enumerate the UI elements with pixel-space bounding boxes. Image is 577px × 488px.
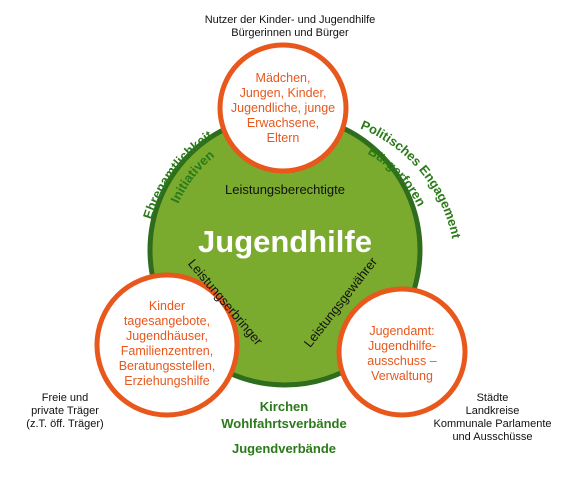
center-title: Jugendhilfe	[198, 224, 372, 259]
outer-label-left-line3: (z.T. öff. Träger)	[26, 418, 104, 430]
outer-label-left: Freie und private Träger (z.T. öff. Träg…	[10, 392, 120, 431]
node-right-line: Jugendhilfe-	[368, 339, 436, 353]
bottom-label-kirchen: Kirchen	[260, 399, 308, 414]
outer-label-right-line2: Landkreise	[465, 405, 520, 417]
node-circle-top	[217, 42, 349, 174]
node-top-line: Jungen, Kinder,	[240, 86, 327, 100]
outer-label-right-line1: Städte	[476, 392, 509, 404]
node-text-top: Mädchen,Jungen, Kinder,Jugendliche, jung…	[231, 71, 335, 145]
node-left-line: Jugendhäuser,	[126, 329, 208, 343]
node-text-right: Jugendamt:Jugendhilfe-ausschuss –Verwalt…	[367, 324, 437, 383]
bottom-label-wohlfahrtsverbaende: Wohlfahrtsverbände	[221, 416, 346, 431]
node-left-line: tagesangebote,	[124, 314, 210, 328]
center-label-top: Leistungsberechtigte	[225, 182, 345, 197]
node-top-line: Mädchen,	[256, 71, 311, 85]
node-circle-left	[94, 272, 240, 418]
outer-label-left-line1: Freie und	[41, 392, 89, 404]
bottom-label-jugendverbaende: Jugendverbände	[232, 441, 336, 456]
node-top-line: Eltern	[267, 131, 300, 145]
outer-label-top-line2: Bürgerinnen und Bürger	[231, 27, 349, 39]
outer-label-top: Nutzer der Kinder- und Jugendhilfe Bürge…	[170, 14, 410, 40]
node-left-line: Kinder	[149, 299, 185, 313]
outer-label-right: Städte Landkreise Kommunale Parlamente u…	[420, 392, 565, 444]
node-top-line: Jugendliche, junge	[231, 101, 335, 115]
node-left-line: Beratungsstellen,	[119, 359, 216, 373]
outer-label-top-line1: Nutzer der Kinder- und Jugendhilfe	[204, 14, 376, 26]
node-right-line: Jugendamt:	[369, 324, 434, 338]
node-left-line: Erziehungshilfe	[124, 374, 210, 388]
node-left-line: Familienzentren,	[121, 344, 213, 358]
outer-label-right-line4: und Ausschüsse	[452, 431, 533, 443]
node-right-line: ausschuss –	[367, 354, 437, 368]
node-circle-right	[336, 286, 468, 418]
outer-label-left-line2: private Träger	[31, 405, 99, 417]
node-top-line: Erwachsene,	[247, 116, 319, 130]
node-right-line: Verwaltung	[371, 369, 433, 383]
outer-label-right-line3: Kommunale Parlamente	[433, 418, 552, 430]
